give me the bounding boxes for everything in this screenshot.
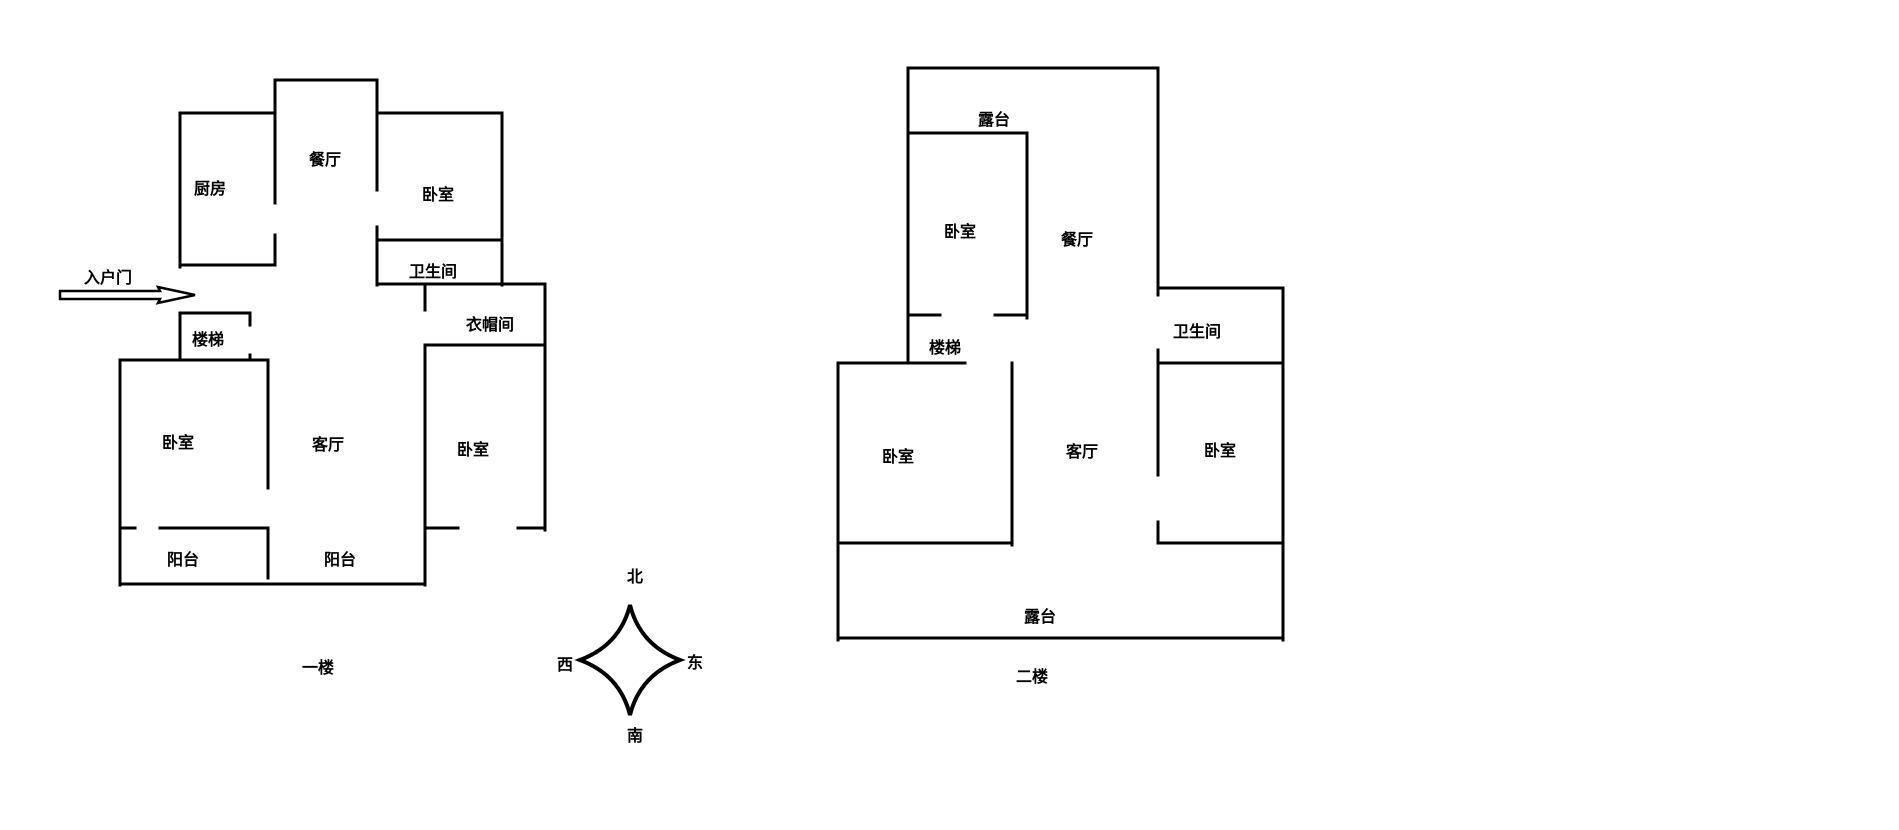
room-label-dining: 餐厅 [308, 150, 341, 169]
room-label-living: 客厅 [312, 435, 344, 454]
compass-south-label: 南 [627, 726, 643, 745]
floor-1-labels: 厨房 餐厅 卧室 卫生间 入户门 衣帽间 楼梯 卧室 客厅 卧室 阳台 阳台 [84, 150, 514, 569]
room-label-bedroom-north: 卧室 [422, 185, 454, 204]
room-label-balcony-mid: 阳台 [324, 550, 356, 569]
floor-2-walls [836, 66, 1285, 642]
room-label-bathroom: 卫生间 [409, 262, 457, 281]
room-label-stairs: 楼梯 [192, 330, 224, 349]
floor-2-plan: 露台 卧室 餐厅 楼梯 卫生间 卧室 客厅 卧室 露台 二楼 [836, 66, 1285, 686]
room-label-balcony-west: 阳台 [167, 550, 199, 569]
room-label-terrace-north: 露台 [978, 110, 1010, 129]
room-label-living: 客厅 [1066, 442, 1098, 461]
floor-1-walls [118, 78, 547, 587]
room-label-stairs: 楼梯 [929, 338, 961, 357]
room-label-kitchen: 厨房 [194, 179, 226, 198]
compass-star-icon [574, 604, 686, 716]
floor-2-labels: 露台 卧室 餐厅 楼梯 卫生间 卧室 客厅 卧室 露台 [882, 110, 1236, 626]
compass: 北 南 东 西 [557, 567, 703, 745]
floor-2-caption: 二楼 [1016, 667, 1048, 686]
room-label-cloakroom: 衣帽间 [466, 315, 514, 334]
compass-east-label: 东 [687, 653, 703, 672]
floor-1-caption: 一楼 [302, 658, 334, 677]
room-label-bedroom-east: 卧室 [457, 440, 489, 459]
room-label-bedroom-west: 卧室 [162, 433, 194, 452]
floor-1-plan: 厨房 餐厅 卧室 卫生间 入户门 衣帽间 楼梯 卧室 客厅 卧室 阳台 阳台 一… [58, 78, 547, 677]
room-label-bedroom-west: 卧室 [882, 447, 914, 466]
room-label-bedroom-north: 卧室 [944, 222, 976, 241]
entrance-label: 入户门 [84, 268, 132, 287]
room-label-terrace-south: 露台 [1024, 607, 1056, 626]
room-label-dining: 餐厅 [1060, 230, 1093, 249]
entry-arrow-icon [58, 285, 196, 305]
compass-north-label: 北 [627, 567, 643, 586]
room-label-bathroom: 卫生间 [1173, 322, 1221, 341]
compass-west-label: 西 [557, 655, 573, 674]
room-label-bedroom-east: 卧室 [1204, 441, 1236, 460]
